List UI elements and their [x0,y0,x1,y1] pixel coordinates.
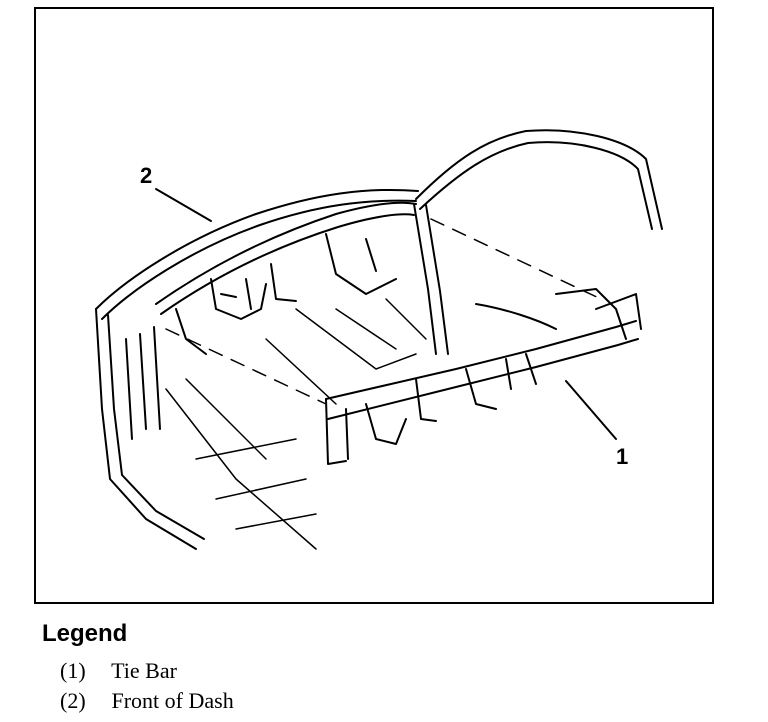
windshield-outline [413,129,663,355]
legend-item: (2) Front of Dash [60,686,234,716]
legend-item-number: (2) [60,688,86,713]
vehicle-interior-drawing: 2 1 [95,129,663,550]
callout-1: 1 [616,444,628,469]
dashed-guides [165,218,602,405]
legend-item-label: Tie Bar [111,658,177,683]
diagram-frame: 2 1 [34,7,714,604]
front-of-dash [155,201,417,355]
legend: Legend (1) Tie Bar (2) Front of Dash [42,620,234,716]
legend-item-label: Front of Dash [111,688,234,713]
legend-list: (1) Tie Bar (2) Front of Dash [42,656,234,716]
door-frame [95,188,419,550]
legend-item-number: (1) [60,658,86,683]
floor-pan [165,298,427,550]
legend-item: (1) Tie Bar [60,656,234,686]
tie-bar [325,288,642,465]
leader-line-1 [565,380,617,440]
leader-line-2 [155,188,212,222]
callout-2: 2 [140,163,152,188]
legend-title: Legend [42,620,128,647]
